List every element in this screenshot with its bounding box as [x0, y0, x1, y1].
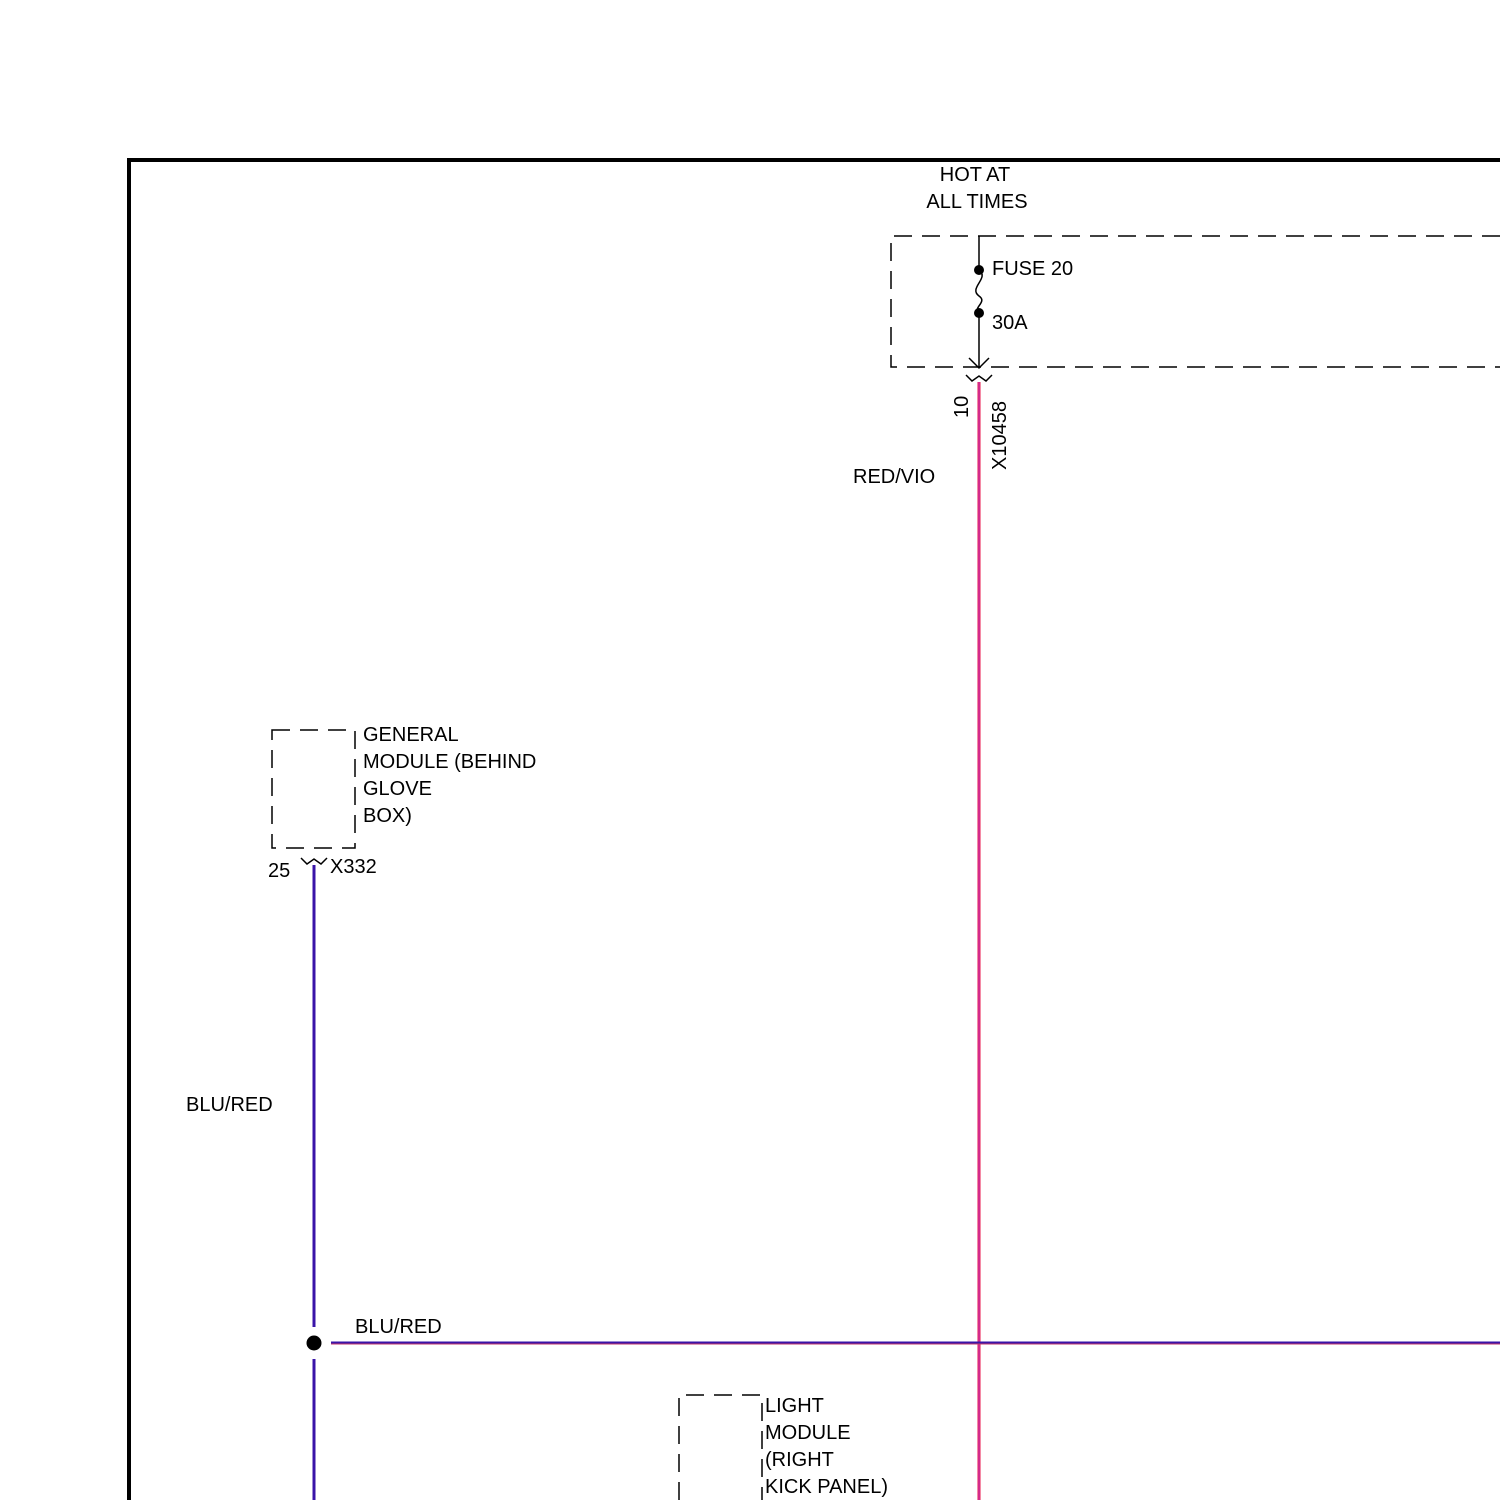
light-module-label-line1: LIGHT: [765, 1395, 824, 1417]
connector-x10458-id: X10458: [989, 401, 1011, 470]
wire-blu-red-horizontal-label: BLU/RED: [355, 1316, 442, 1338]
fuse-symbol: [976, 270, 982, 313]
general-module-label-line2: MODULE (BEHIND: [363, 751, 536, 773]
general-module-pin: 25: [268, 860, 290, 882]
diagram-frame: [129, 160, 1500, 1500]
general-module-connector: X332: [330, 856, 377, 878]
general-module-label-line1: GENERAL: [363, 724, 459, 746]
connector-x10458-symbol: [966, 375, 992, 381]
wire-red-vio-label: RED/VIO: [853, 466, 935, 488]
general-module-box: [272, 730, 355, 848]
fuse-rating: 30A: [992, 312, 1028, 334]
light-module-box: [679, 1395, 762, 1500]
fuse-name: FUSE 20: [992, 258, 1073, 280]
power-source-label-line1: HOT AT: [940, 164, 1010, 186]
general-module-label-line4: BOX): [363, 805, 412, 827]
power-source-label-line2: ALL TIMES: [926, 191, 1027, 213]
wire-blu-red-vertical-label: BLU/RED: [186, 1094, 273, 1116]
light-module-label-line3: (RIGHT: [765, 1449, 834, 1471]
splice-node: [307, 1336, 322, 1351]
light-module-label-line4: KICK PANEL): [765, 1476, 888, 1498]
connector-x10458-pin: 10: [951, 396, 973, 418]
general-module-label-line3: GLOVE: [363, 778, 432, 800]
light-module-label-line2: MODULE: [765, 1422, 851, 1444]
connector-x332-symbol: [301, 858, 327, 864]
